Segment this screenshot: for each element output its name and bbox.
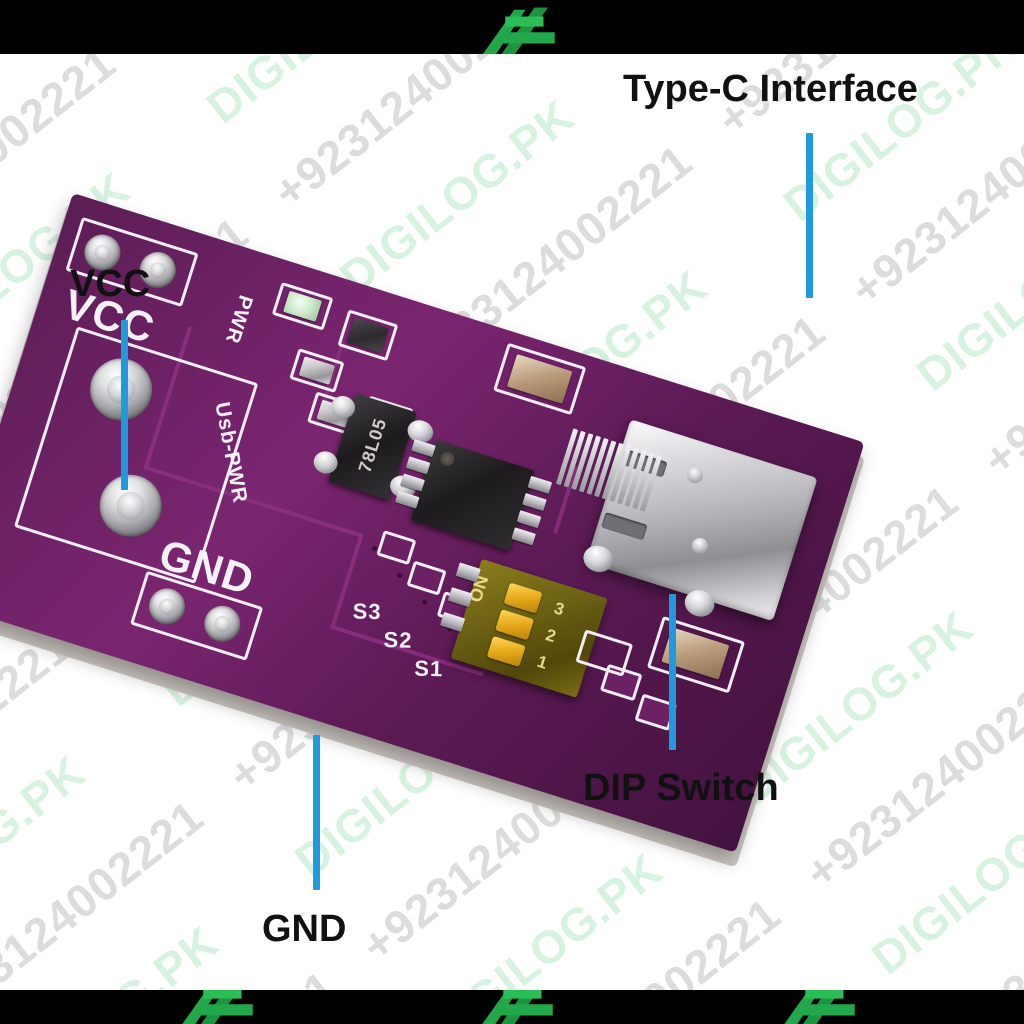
dip-position-2: 2 [543,625,559,647]
letterbox-bar-top [0,0,1024,54]
callout-line-type-c [806,133,813,298]
callout-label-vcc: VCC [70,263,151,305]
callout-label-gnd: GND [262,908,347,950]
dip-key-3[interactable] [486,635,526,668]
callout-line-gnd [313,735,320,890]
ic-pin1-dot [438,450,457,468]
silkscreen-s2: S2 [383,627,413,653]
callout-line-dip [669,594,676,750]
usb-c-shell-notch [600,511,648,541]
silkscreen-s3: S3 [352,598,382,625]
usb-c-shell-dimple [689,535,710,556]
dip-position-3: 3 [551,598,567,620]
brand-logo-icon [482,7,555,54]
dip-position-1: 1 [534,651,550,673]
brand-logo-icon [182,990,253,1024]
regulator-marking: 78L05 [354,415,391,475]
callout-line-vcc [121,320,128,490]
dip-key-2[interactable] [495,609,535,641]
watermark-phone: +923124002221 [973,231,1024,487]
callout-label-type-c-interface: Type-C Interface [623,68,918,110]
letterbox-bar-bottom [0,990,1024,1024]
usb-c-shell-dimple [684,465,705,486]
dip-key-1[interactable] [503,582,543,614]
brand-logo-icon [482,990,553,1024]
callout-label-dip-switch: DIP Switch [583,767,779,809]
pcb-module: VCC GND PWR Usb-PWR S3 S2 S1 [0,138,958,868]
silkscreen-s1: S1 [414,655,444,682]
brand-logo-icon [784,990,855,1024]
